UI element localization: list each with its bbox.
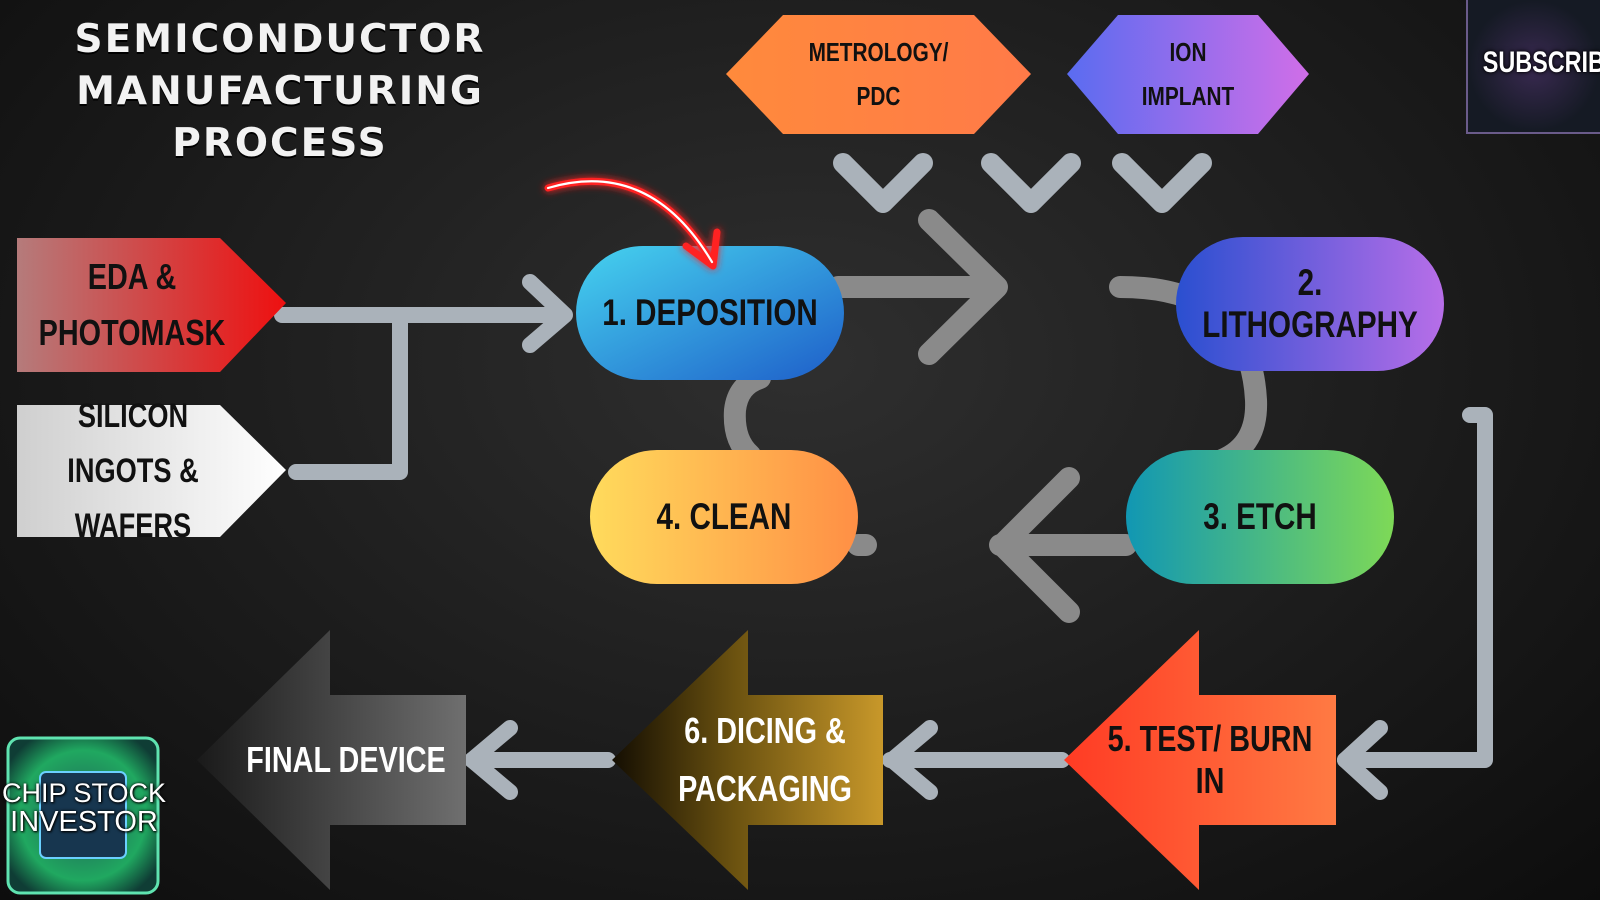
silicon-merge-line	[288, 310, 408, 480]
eda-line-2: PHOTOMASK	[38, 312, 226, 353]
silicon-wafers-shape	[17, 405, 286, 537]
test-burn-in-shape	[1064, 630, 1336, 890]
chevron-down-icon	[1112, 153, 1212, 213]
subscribe-label: SUBSCRIBE	[1482, 46, 1600, 79]
dicing-line-2: PACKAGING	[678, 768, 852, 809]
highlight-arrow-core	[546, 180, 714, 264]
page-title: SEMICONDUCTOR MANUFACTURING PROCESS	[10, 14, 550, 170]
title-line: SEMICONDUCTOR	[74, 17, 486, 62]
dicing-packaging-shape	[612, 630, 883, 890]
chevron-down-icon	[833, 153, 933, 213]
loop-clean-up	[723, 367, 771, 466]
eda-line-1: EDA &	[87, 256, 177, 297]
eda-photomask-label: EDA & PHOTOMASK	[38, 238, 226, 372]
etch-pill	[1126, 450, 1394, 584]
ion-implant-label: ION IMPLANT	[1124, 24, 1252, 124]
etch-to-test-line	[1337, 407, 1493, 768]
dicing-line-1: 6. DICING &	[684, 710, 846, 751]
ion-implant-shape	[1067, 15, 1309, 134]
loop-arrowhead-right	[918, 209, 1008, 365]
logo-line-1: CHIP STOCK	[1, 778, 167, 808]
silicon-line-1: SILICON INGOTS &	[67, 396, 199, 490]
title-line: MANUFACTURING	[76, 69, 484, 114]
ion-line-2: IMPLANT	[1141, 81, 1235, 111]
lithography-pill	[1176, 237, 1444, 371]
channel-logo: CHIP STOCK INVESTOR	[0, 730, 168, 900]
deposition-arrowhead	[522, 274, 573, 353]
subscribe-button[interactable]: SUBSCRIBE	[1466, 0, 1600, 134]
eda-photomask-shape	[17, 238, 286, 372]
step-deposition-label: 1. DEPOSITION	[602, 292, 818, 333]
test-arrowhead	[1337, 720, 1388, 800]
process-loop	[723, 209, 1268, 623]
step-final-label: FINAL DEVICE	[246, 739, 446, 780]
chip-stock-logo	[6, 736, 160, 895]
support-chevrons	[833, 153, 1212, 213]
step-dicing-label: 6. DICING & PACKAGING	[657, 690, 873, 830]
metrology-pdc-shape	[726, 15, 1031, 134]
loop-arrowhead-left	[991, 467, 1080, 623]
silicon-line-2: WAFERS	[74, 506, 192, 545]
step-etch-label: 3. ETCH	[1203, 496, 1317, 537]
deposition-pill	[576, 246, 844, 380]
output-connectors	[464, 407, 1493, 800]
step-lithography-label: 2. LITHOGRAPHY	[1202, 262, 1418, 345]
clean-pill	[590, 450, 858, 584]
metrology-pdc-label: METROLOGY/ PDC	[797, 24, 961, 124]
loop-lithography-to-etch	[1109, 276, 1268, 471]
chevron-down-icon	[981, 153, 1081, 213]
dicing-arrowhead	[884, 720, 938, 800]
input-connectors	[274, 274, 573, 480]
title-line: PROCESS	[172, 121, 388, 166]
logo-line-2: INVESTOR	[10, 806, 158, 838]
highlight-arrowhead	[682, 228, 721, 270]
step-test-label: 5. TEST/ BURN IN	[1107, 718, 1313, 801]
logo-chip-core	[39, 771, 127, 859]
metrology-line-1: METROLOGY/	[808, 37, 949, 67]
silicon-wafers-label: SILICON INGOTS & WAFERS	[28, 397, 238, 545]
metrology-line-2: PDC	[856, 81, 901, 111]
step-clean-label: 4. CLEAN	[656, 496, 792, 537]
final-device-shape	[197, 630, 466, 890]
final-arrowhead	[464, 720, 518, 800]
ion-line-1: ION	[1169, 37, 1207, 67]
